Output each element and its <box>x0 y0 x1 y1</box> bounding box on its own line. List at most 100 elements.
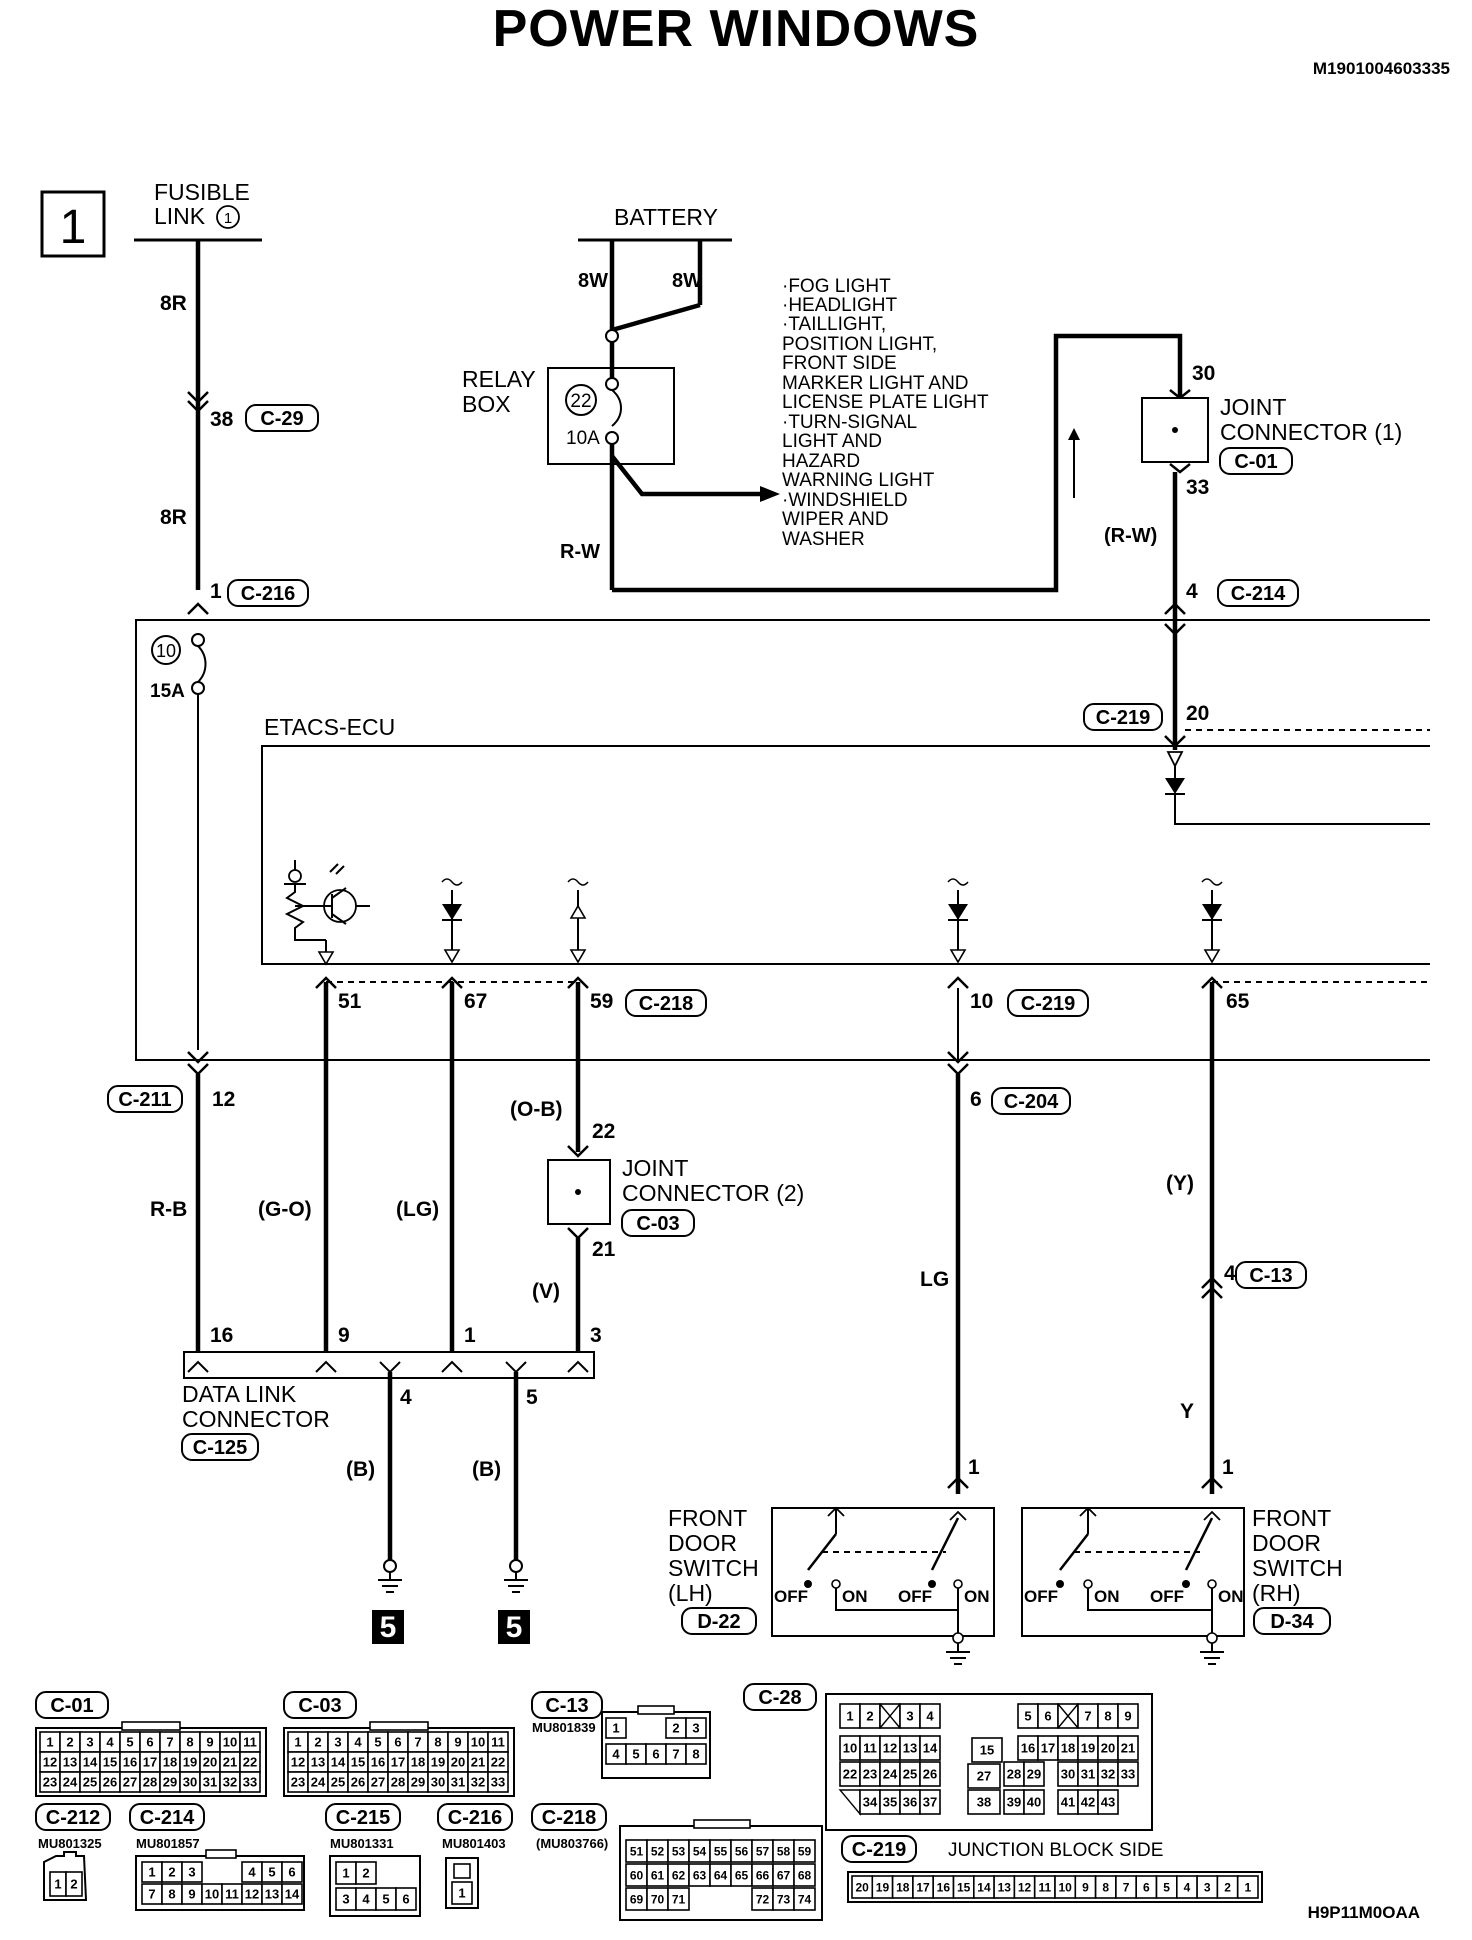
connector-pin: 2 <box>314 1735 321 1750</box>
connector-pin: 69 <box>630 1892 644 1906</box>
svg-text:(RH): (RH) <box>1252 1580 1301 1606</box>
svg-text:C-29: C-29 <box>260 408 303 430</box>
svg-text:C-218: C-218 <box>639 993 693 1015</box>
tag-c-219-mid: C-219 <box>1007 989 1089 1017</box>
svg-text:·TAILLIGHT,: ·TAILLIGHT, <box>782 314 886 335</box>
connector-pin: 22 <box>843 1767 857 1782</box>
connector-pin: 19 <box>876 1880 890 1894</box>
svg-text:FRONT: FRONT <box>1252 1505 1331 1531</box>
relay-fuse-number: 22 <box>570 391 591 412</box>
wire-ground-5 <box>504 1372 528 1593</box>
connector-pin: 29 <box>411 1775 425 1790</box>
connector-pin: 4 <box>106 1735 114 1750</box>
connector-pin: 19 <box>431 1755 445 1770</box>
switch-rh-off-1: OFF <box>1024 1587 1058 1606</box>
connector-pin: 3 <box>692 1721 699 1736</box>
tag-c-211: C-211 <box>107 1085 183 1113</box>
connector-pin: 39 <box>1007 1795 1021 1810</box>
relay-fuse <box>605 329 622 445</box>
connector-pin: 5 <box>1163 1880 1170 1894</box>
ground-ref-1: 5 <box>372 1610 404 1644</box>
connector-pin: 3 <box>342 1892 349 1907</box>
connector-pin: 18 <box>896 1880 910 1894</box>
wire-y-paren-label: (Y) <box>1166 1172 1194 1195</box>
connector-pin: 56 <box>735 1844 749 1858</box>
connector-pin: 13 <box>903 1741 917 1756</box>
connector-pin: 2 <box>168 1865 175 1880</box>
connector-pin: 2 <box>362 1866 369 1881</box>
connector-pin: 6 <box>1044 1709 1051 1724</box>
c218-part: (MU803766) <box>536 1836 608 1851</box>
connector-pin: 17 <box>1041 1741 1055 1756</box>
tag-c-216: C-216 <box>227 579 309 607</box>
pin-4-c214: 4 <box>1186 580 1198 603</box>
svg-text:C-218: C-218 <box>542 1807 596 1829</box>
tag-c-216-face: C-216 <box>437 1803 513 1831</box>
connector-pin: 17 <box>143 1755 157 1770</box>
connector-pin: 30 <box>431 1775 445 1790</box>
connector-pin: 70 <box>651 1892 665 1906</box>
dlc-pin-marks <box>187 1360 589 1374</box>
connector-pin: 8 <box>168 1887 175 1902</box>
connector-pin: 11 <box>863 1741 877 1756</box>
pin-12: 12 <box>212 1088 235 1111</box>
wire-ground-4 <box>378 1372 402 1593</box>
connector-pin: 4 <box>354 1735 362 1750</box>
pin-59: 59 <box>590 990 613 1013</box>
tag-c-218: C-218 <box>625 989 707 1017</box>
switch-rh-on-2: ON <box>1218 1587 1244 1606</box>
connector-pin: 2 <box>866 1709 873 1724</box>
connector-pin: 1 <box>1245 1880 1252 1894</box>
connector-pin: 8 <box>692 1747 699 1762</box>
svg-text:MARKER LIGHT AND: MARKER LIGHT AND <box>782 373 969 394</box>
tag-c-03-face: C-03 <box>283 1691 357 1719</box>
connector-pin: 15 <box>957 1880 971 1894</box>
connector-pin: 65 <box>735 1868 749 1882</box>
svg-text:C-03: C-03 <box>636 1213 679 1235</box>
wire-v-label: (V) <box>532 1280 560 1303</box>
connector-pin: 8 <box>434 1735 441 1750</box>
connector-pin: 28 <box>143 1775 157 1790</box>
pin-67: 67 <box>464 990 487 1013</box>
connector-pin: 42 <box>1081 1795 1095 1810</box>
connector-pin: 41 <box>1061 1795 1075 1810</box>
connector-pin: 8 <box>1104 1709 1111 1724</box>
connector-pin: 59 <box>798 1844 812 1858</box>
connector-pin: 4 <box>362 1892 370 1907</box>
connector-pin: 11 <box>491 1735 505 1750</box>
connector-pin: 1 <box>342 1866 349 1881</box>
tag-c-28-face: C-28 <box>743 1683 817 1711</box>
pin-51: 51 <box>338 990 362 1013</box>
connector-pin: 6 <box>402 1892 409 1907</box>
tag-c-13-face: C-13 <box>531 1691 603 1719</box>
connector-pin: 54 <box>693 1844 707 1858</box>
switch-lh-on-1: ON <box>842 1587 868 1606</box>
connector-pin: 9 <box>1124 1709 1131 1724</box>
connector-pin: 33 <box>243 1775 257 1790</box>
tag-c-215: C-215 <box>325 1803 401 1831</box>
tag-c-03-joint: C-03 <box>621 1209 695 1237</box>
connector-pin: 57 <box>756 1844 770 1858</box>
connector-pin: 15 <box>351 1755 365 1770</box>
connector-pin: 29 <box>163 1775 177 1790</box>
svg-text:C-219: C-219 <box>852 1839 906 1861</box>
connector-pin: 3 <box>334 1735 341 1750</box>
switch-rh-pin-1: 1 <box>1222 1456 1234 1479</box>
wire-relay-out <box>609 333 1183 593</box>
connector-pin: 38 <box>977 1795 991 1810</box>
svg-text:5: 5 <box>506 1611 523 1644</box>
connector-pin: 1 <box>294 1735 301 1750</box>
connector-pin: 2 <box>672 1721 679 1736</box>
connector-pin: 6 <box>652 1747 659 1762</box>
connector-pin: 4 <box>612 1747 620 1762</box>
connector-pin: 1 <box>46 1735 53 1750</box>
wire-y-label: Y <box>1180 1400 1194 1423</box>
connector-pin: 26 <box>351 1775 365 1790</box>
ecu-outline <box>261 745 1430 965</box>
pin-1-c216: 1 <box>210 580 222 603</box>
connector-pin: 73 <box>777 1892 791 1906</box>
ecu-diode-10 <box>947 878 969 964</box>
connector-pin: 4 <box>1184 1880 1191 1894</box>
svg-text:·HEADLIGHT: ·HEADLIGHT <box>782 295 897 316</box>
